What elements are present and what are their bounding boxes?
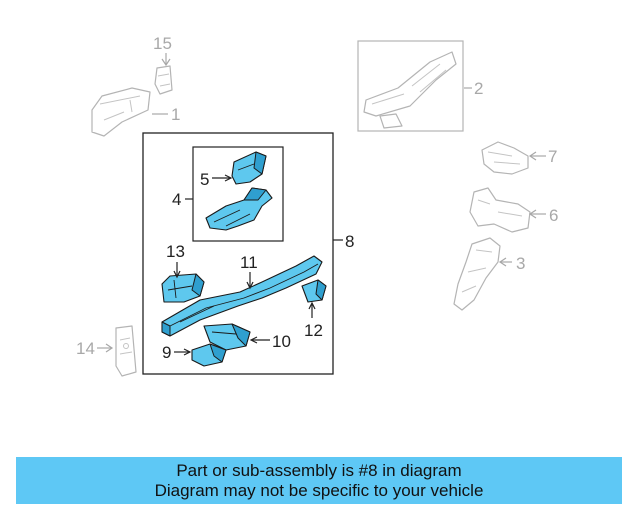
arrow-15 xyxy=(161,58,171,67)
arrow-11 xyxy=(246,281,254,290)
part-13[interactable] xyxy=(161,273,205,303)
part-5[interactable] xyxy=(231,151,267,185)
notice-line-1: Part or sub-assembly is #8 in diagram xyxy=(176,460,462,480)
callout-9: 9 xyxy=(162,343,171,362)
notice-line-2: Diagram may not be specific to your vehi… xyxy=(154,480,484,500)
arrow-9 xyxy=(183,348,192,356)
part-10[interactable] xyxy=(203,323,251,351)
arrow-6 xyxy=(528,209,537,219)
callout-4: 4 xyxy=(172,190,181,209)
notice-banner: Part or sub-assembly is #8 in diagram Di… xyxy=(16,457,622,504)
arrow-13 xyxy=(173,270,181,279)
part-2[interactable] xyxy=(363,51,457,129)
subassembly-4-box xyxy=(192,146,284,242)
part-12[interactable] xyxy=(301,279,327,303)
callout-1: 1 xyxy=(171,105,180,124)
callout-6: 6 xyxy=(549,206,558,225)
part-3[interactable] xyxy=(453,237,501,311)
callout-11: 11 xyxy=(240,253,258,272)
part-6[interactable] xyxy=(469,187,531,233)
part-11[interactable] xyxy=(161,255,323,337)
arrow-14 xyxy=(105,343,114,353)
arrow-5 xyxy=(224,174,233,182)
part-14[interactable] xyxy=(115,325,137,377)
callout-14: 14 xyxy=(76,339,95,358)
part-15[interactable] xyxy=(154,65,173,95)
callout-3: 3 xyxy=(516,254,525,273)
part-4-body[interactable] xyxy=(205,187,273,231)
callout-13: 13 xyxy=(166,242,185,261)
callout-10: 10 xyxy=(272,332,291,351)
callout-7: 7 xyxy=(548,147,557,166)
arrow-3 xyxy=(498,257,507,267)
arrow-7 xyxy=(528,151,537,161)
parts-diagram: 15 1 2 7 6 3 14 xyxy=(76,34,558,377)
part-1[interactable] xyxy=(91,87,151,137)
callout-12: 12 xyxy=(304,321,323,340)
arrow-10 xyxy=(249,336,258,344)
callout-8: 8 xyxy=(345,232,354,251)
part-9[interactable] xyxy=(191,343,227,367)
part-7[interactable] xyxy=(481,141,529,175)
arrow-12 xyxy=(308,301,316,310)
callout-2: 2 xyxy=(474,79,483,98)
assembly-8-box xyxy=(142,132,334,375)
callout-15: 15 xyxy=(153,34,172,53)
part-2-box xyxy=(357,40,464,132)
callout-5: 5 xyxy=(200,170,209,189)
